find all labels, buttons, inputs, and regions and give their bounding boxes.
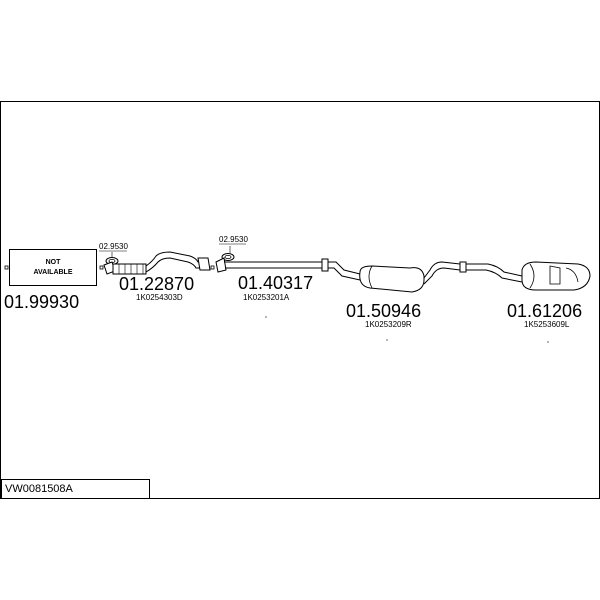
catalytic-pipe-ref: 01.22870 — [119, 274, 194, 294]
middle-silencer-ref: 01.50946 — [346, 301, 421, 321]
catalytic-pipe-part — [103, 251, 211, 275]
gasket-2-label: 02.9530 — [219, 235, 248, 244]
gasket-1-group: 02.9530 — [99, 242, 128, 265]
model-code-box: VW0081508A — [1, 479, 150, 499]
center-pipe-ref: 01.40317 — [238, 273, 313, 293]
front-pipe-not-available-box: NOT AVAILABLE — [9, 249, 97, 286]
rear-silencer-oem: 1K5253609L — [524, 320, 570, 329]
rear-silencer-part — [466, 261, 591, 291]
not-available-line2: AVAILABLE — [33, 268, 73, 276]
center-pipe-oem: 1K0253201A — [243, 293, 290, 302]
middle-silencer-oem: 1K0253209R — [365, 320, 412, 329]
center-pipe-part — [215, 257, 329, 273]
gasket-2-group: 02.9530 — [219, 235, 248, 261]
rear-silencer-ref: 01.61206 — [507, 301, 582, 321]
catalytic-pipe-oem: 1K0254303D — [136, 293, 183, 302]
connector-marker-right — [99, 265, 104, 270]
not-available-line1: NOT — [45, 258, 61, 266]
gasket-1-label: 02.9530 — [99, 242, 128, 251]
frame-left-edge — [0, 101, 1, 499]
connector-marker-2 — [210, 265, 215, 270]
connector-marker-left — [4, 265, 9, 270]
middle-silencer-part — [328, 261, 467, 293]
front-pipe-ref: 01.99930 — [4, 292, 79, 312]
gasket-2-icon — [221, 253, 235, 261]
diagram-frame — [0, 101, 600, 499]
model-code: VW0081508A — [5, 483, 73, 495]
